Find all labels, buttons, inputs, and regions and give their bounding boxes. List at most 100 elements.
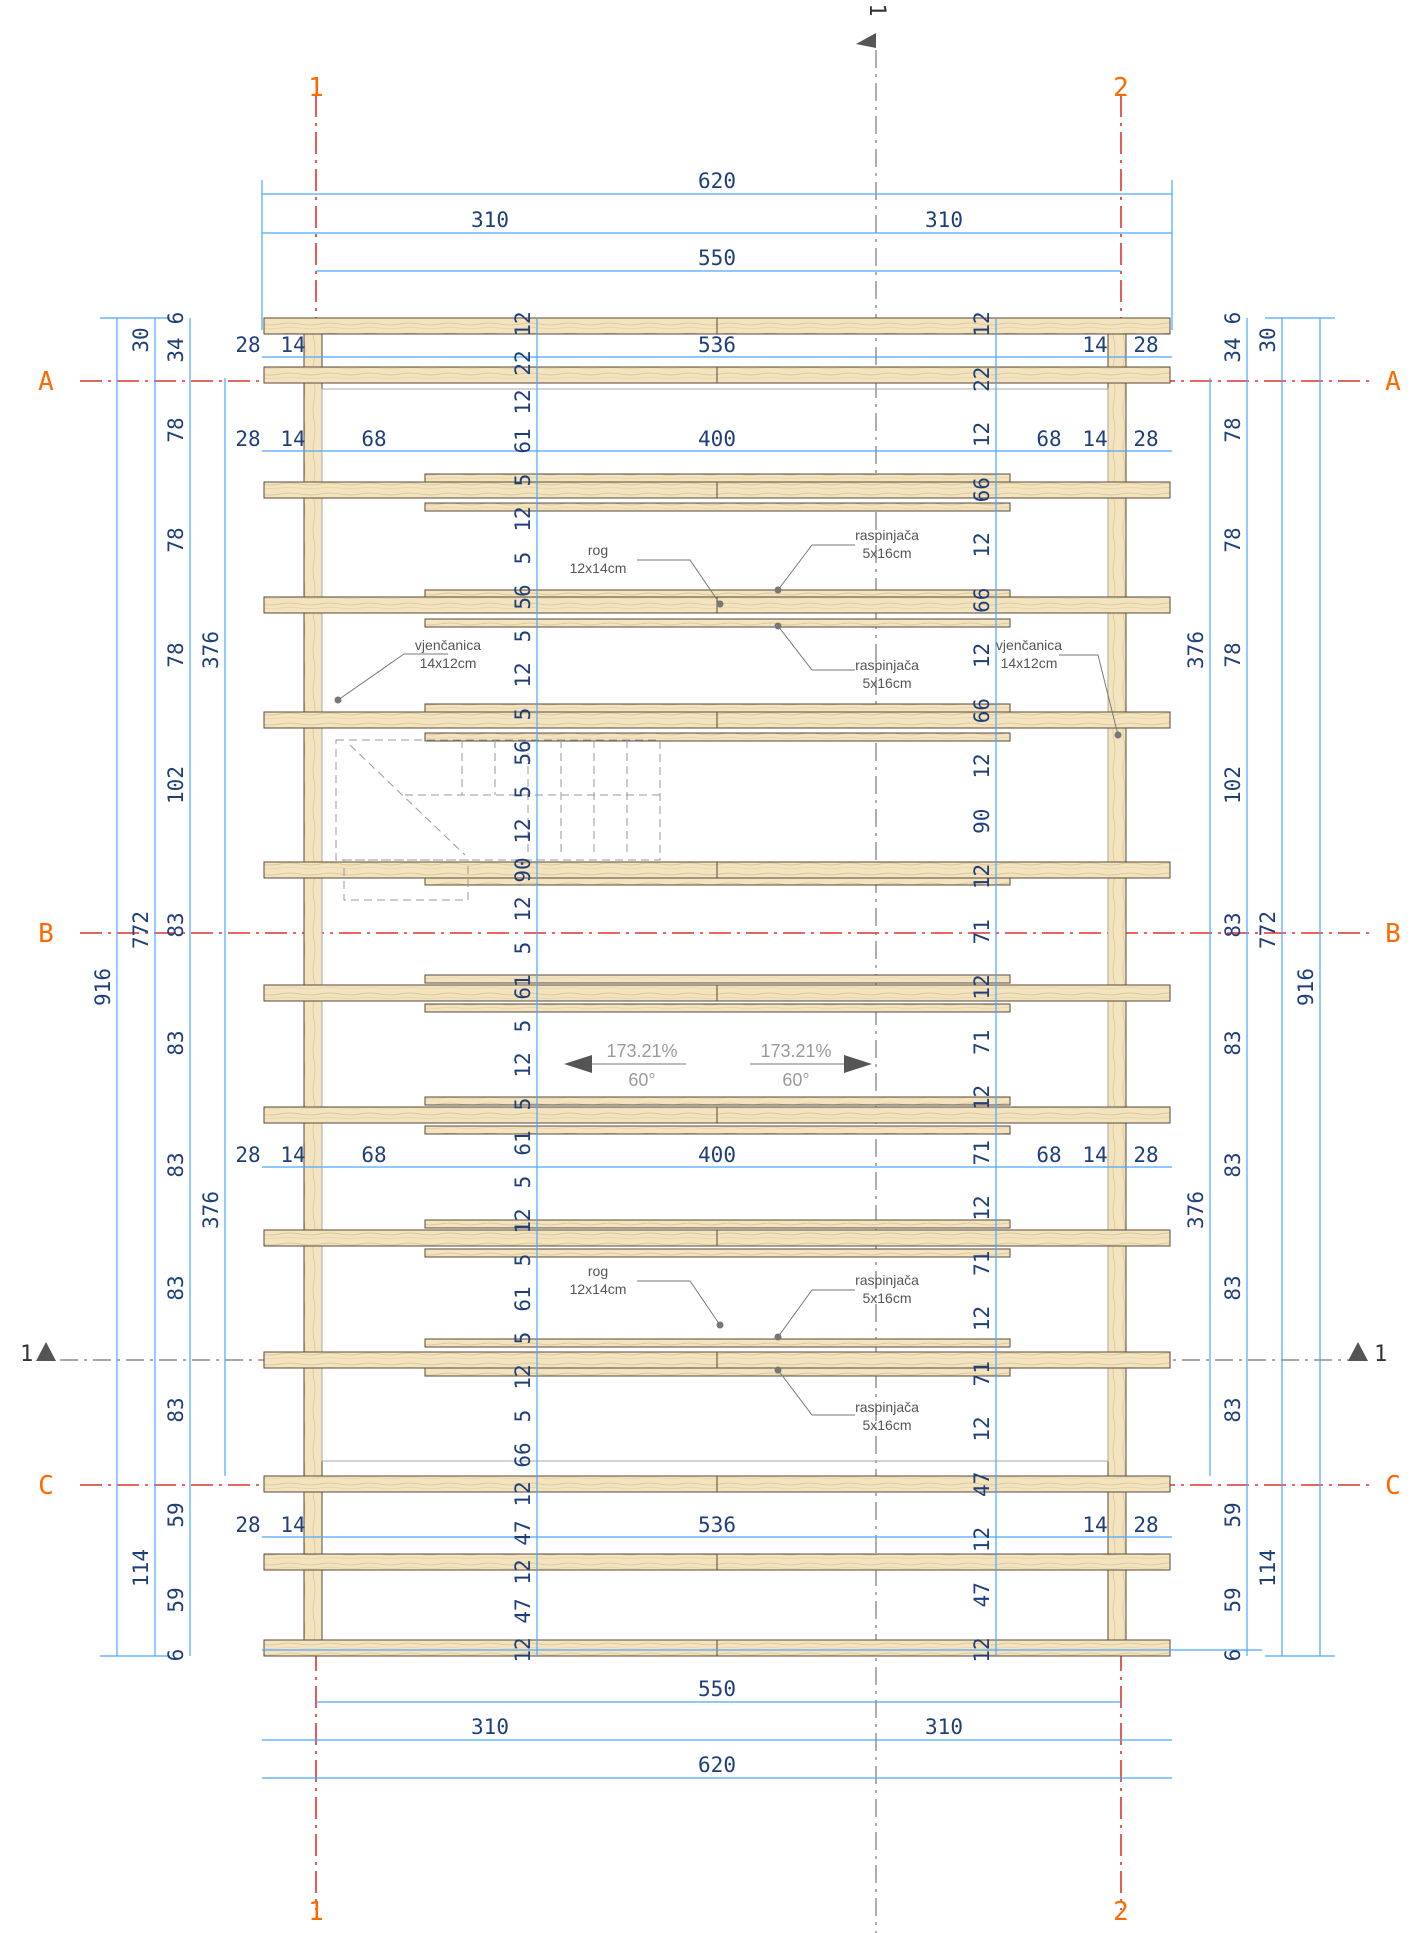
dimension-lines — [100, 180, 1335, 1779]
axis-label-a-left: A — [38, 367, 54, 397]
dim-left-114: 114 — [129, 1549, 153, 1587]
svg-text:78: 78 — [1221, 417, 1245, 442]
col-left-value: 61 — [511, 1286, 535, 1311]
col-right-value: 12 — [970, 1637, 994, 1662]
svg-text:78: 78 — [1221, 527, 1245, 552]
svg-text:14: 14 — [280, 1143, 305, 1167]
svg-text:14: 14 — [280, 1513, 305, 1537]
label-vjencanica-left-size: 14x12cm — [420, 655, 477, 671]
col-right-value: 90 — [970, 809, 994, 834]
col-right-value: 71 — [970, 1140, 994, 1165]
col-left-value: 5 — [511, 1332, 535, 1345]
col-right-value: 47 — [970, 1472, 994, 1497]
svg-text:59: 59 — [164, 1587, 188, 1612]
svg-text:536: 536 — [698, 333, 736, 357]
col-left-value: 12 — [511, 1208, 535, 1233]
col-left-value: 5 — [511, 942, 535, 955]
svg-text:6: 6 — [1221, 1649, 1245, 1662]
svg-text:102: 102 — [1221, 766, 1245, 804]
col-left-value: 12 — [511, 506, 535, 531]
dim-col-right: 1222126612661266129012711271127112711271… — [970, 311, 994, 1662]
dim-right-30: 30 — [1256, 327, 1280, 352]
svg-text:78: 78 — [164, 642, 188, 667]
col-right-value: 12 — [970, 422, 994, 447]
dim-row-1: 28 14 536 14 28 — [235, 333, 1158, 357]
svg-text:536: 536 — [698, 1513, 736, 1537]
col-right-value: 71 — [970, 1361, 994, 1386]
dim-left-376-bottom: 376 — [199, 1191, 223, 1229]
svg-text:60°: 60° — [628, 1070, 655, 1090]
svg-text:34: 34 — [164, 337, 188, 362]
leader-dots — [334, 586, 1122, 1374]
axis-label-col2-bottom: 2 — [1113, 1897, 1129, 1927]
col-left-value: 5 — [511, 1254, 535, 1267]
svg-text:68: 68 — [1036, 1143, 1061, 1167]
label-raspinjaca-2-size: 5x16cm — [862, 675, 911, 691]
svg-text:28: 28 — [235, 333, 260, 357]
svg-text:102: 102 — [164, 766, 188, 804]
stair-outline — [335, 739, 661, 901]
dim-bottom-axis-span: 550 — [698, 1677, 736, 1701]
col-right-value: 66 — [970, 698, 994, 723]
col-right-value: 66 — [970, 588, 994, 613]
col-right-value: 12 — [970, 311, 994, 336]
col-left-value: 12 — [511, 1637, 535, 1662]
dim-left-772: 772 — [129, 911, 153, 949]
svg-text:14: 14 — [1082, 1143, 1107, 1167]
dim-left-916: 916 — [91, 968, 115, 1006]
col-left-value: 12 — [511, 818, 535, 843]
svg-text:60°: 60° — [782, 1070, 809, 1090]
col-right-value: 12 — [970, 1416, 994, 1441]
label-vjencanica-left: vjenčanica — [415, 637, 481, 653]
col-right-value: 22 — [970, 367, 994, 392]
slope-arrow-right: 173.21% 60° — [750, 1041, 872, 1090]
svg-text:59: 59 — [164, 1502, 188, 1527]
col-right-value: 12 — [970, 864, 994, 889]
dim-row-4: 28 14 536 14 28 — [235, 1513, 1158, 1537]
axis-label-b-right: B — [1385, 919, 1401, 949]
svg-text:6: 6 — [1221, 312, 1245, 325]
col-left-value: 66 — [511, 1442, 535, 1467]
axis-label-col2-top: 2 — [1113, 73, 1129, 103]
col-right-value: 12 — [970, 1306, 994, 1331]
svg-text:68: 68 — [361, 427, 386, 451]
col-left-value: 61 — [511, 1130, 535, 1155]
svg-text:83: 83 — [164, 912, 188, 937]
col-right-value: 71 — [970, 1030, 994, 1055]
label-rog-2-size: 12x14cm — [570, 1281, 627, 1297]
label-rog-1-size: 12x14cm — [570, 560, 627, 576]
col-left-value: 61 — [511, 428, 535, 453]
dim-top-half-right: 310 — [925, 208, 963, 232]
dim-col-left: 1222126151255651255651290125615125615125… — [511, 311, 535, 1662]
label-raspinjaca-3: raspinjača — [855, 1272, 919, 1288]
svg-text:14: 14 — [280, 427, 305, 451]
label-rog-1: rog — [588, 542, 608, 558]
col-left-value: 61 — [511, 974, 535, 999]
col-right-value: 12 — [970, 532, 994, 557]
col-right-value: 66 — [970, 477, 994, 502]
label-raspinjaca-4-size: 5x16cm — [862, 1417, 911, 1433]
col-left-value: 5 — [511, 630, 535, 643]
leader-lines — [337, 544, 1119, 1416]
col-left-value: 5 — [511, 1020, 535, 1033]
dim-top-half-left: 310 — [471, 208, 509, 232]
dim-right-114: 114 — [1256, 1549, 1280, 1587]
axis-label-col1-bottom: 1 — [308, 1897, 324, 1927]
svg-text:78: 78 — [1221, 642, 1245, 667]
col-right-value: 12 — [970, 974, 994, 999]
col-right-value: 12 — [970, 753, 994, 778]
dim-left-inner: 6 34 78 78 78 102 83 83 83 83 83 59 59 6 — [164, 312, 188, 1662]
label-raspinjaca-1: raspinjača — [855, 527, 919, 543]
col-left-value: 5 — [511, 1098, 535, 1111]
svg-text:68: 68 — [361, 1143, 386, 1167]
svg-text:83: 83 — [1221, 1152, 1245, 1177]
svg-text:83: 83 — [1221, 1397, 1245, 1422]
col-left-value: 5 — [511, 708, 535, 721]
label-rog-2: rog — [588, 1263, 608, 1279]
col-right-value: 12 — [970, 1195, 994, 1220]
svg-text:83: 83 — [164, 1030, 188, 1055]
dim-row-2: 28 14 68 400 68 14 28 — [235, 427, 1158, 451]
dim-top-axis-span: 550 — [698, 246, 736, 270]
svg-text:14: 14 — [280, 333, 305, 357]
